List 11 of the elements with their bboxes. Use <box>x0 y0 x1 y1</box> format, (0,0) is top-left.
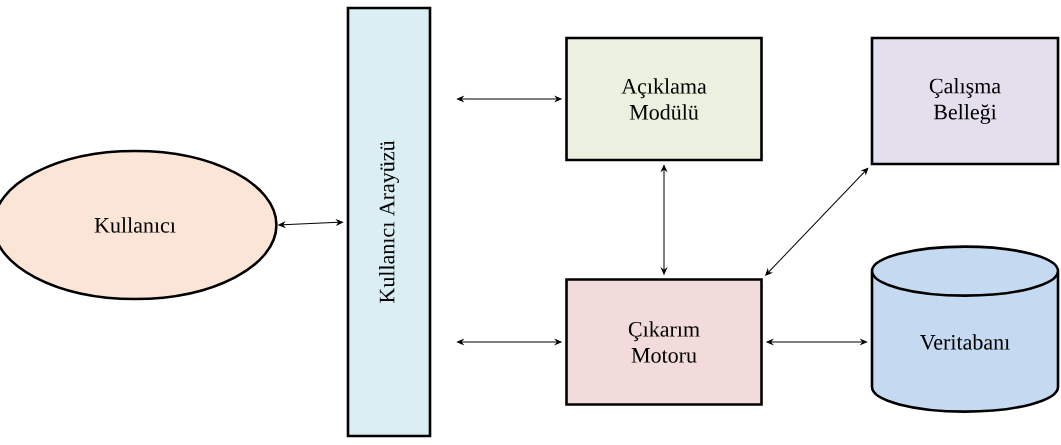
arrow <box>457 339 562 345</box>
module-box: Açıklama Modülü <box>565 36 763 162</box>
arrow <box>278 219 343 228</box>
database-cylinder: Veritabanı <box>870 245 1060 413</box>
arrow <box>765 167 869 276</box>
interface-bar: Kullanıcı Arayüzü <box>346 6 432 438</box>
memory-box: Çalışma Belleği <box>870 36 1060 166</box>
engine-box: Çıkarım Motoru <box>565 278 763 406</box>
arrow <box>661 165 667 275</box>
arrow <box>457 96 562 102</box>
arrow <box>766 339 867 345</box>
